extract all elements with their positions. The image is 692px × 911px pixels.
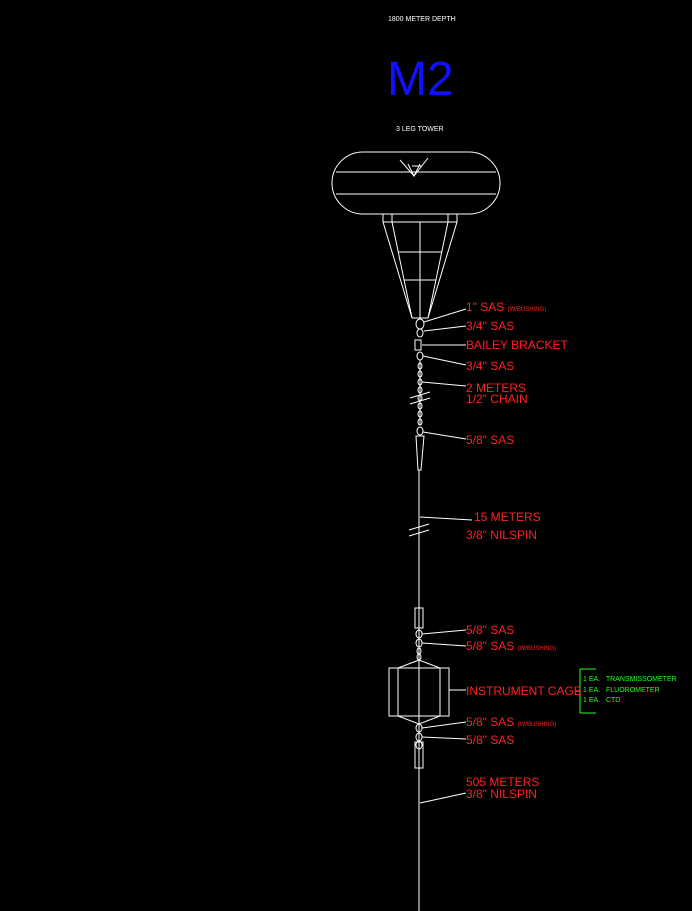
instrument-list-item: 1 EA. TRANSMISSOMETER xyxy=(583,676,677,683)
callout-sas-5-8-b: 5/8" SAS xyxy=(466,623,515,637)
instrument-list-item: 1 EA. CTD xyxy=(583,697,620,704)
instrument-qty: 1 EA. xyxy=(583,676,601,683)
callout-sas-5-8-c: 5/8" SAS (W/BUSHING) xyxy=(466,640,556,652)
callout-leaders xyxy=(419,308,473,804)
instrument-list-item: 1 EA. FLUOROMETER xyxy=(583,687,660,694)
callout-sas-1in-label: 1" SAS xyxy=(466,300,505,314)
callout-chain-length: 2 METERS xyxy=(466,381,527,395)
buoy-type-label: 3 LEG TOWER xyxy=(396,126,444,133)
callout-sas-3-4-lower: 3/4" SAS xyxy=(466,359,515,373)
instrument-qty: 1 EA. xyxy=(583,687,601,694)
callout-nilspin-15-type: 3/8" NILSPIN xyxy=(466,528,537,542)
callout-nilspin-15-length: 15 METERS xyxy=(474,510,541,524)
callout-chain-type: 1/2" CHAIN xyxy=(466,392,528,406)
callout-bailey-bracket: BAILEY BRACKET xyxy=(466,338,568,352)
callout-nilspin-505-type: 3/8" NILSPIN xyxy=(466,787,537,801)
instrument-bracket xyxy=(576,668,596,714)
instrument-qty: 1 EA. xyxy=(583,697,601,704)
instrument-cage-frame xyxy=(388,659,450,725)
callout-sas-5-8-e: 5/8" SAS xyxy=(466,733,515,747)
callout-sas-1in: 1" SAS (W/BUSHING) xyxy=(466,301,546,313)
buoy-float xyxy=(331,151,501,215)
callout-nilspin-505-length: 505 METERS xyxy=(466,775,540,789)
instrument-name: CTD xyxy=(605,697,621,704)
buoy-logo-icon xyxy=(399,157,429,178)
callout-sas-5-8-d: 5/8" SAS (W/BUSHING) xyxy=(466,716,556,728)
chain-break-marks xyxy=(408,391,431,537)
callout-sas-5-8-d-note: (W/BUSHING) xyxy=(517,722,557,728)
callout-sas-1in-note: (W/BUSHING) xyxy=(507,307,547,313)
callout-sas-5-8-c-label: 5/8" SAS xyxy=(466,639,515,653)
mooring-title: M2 xyxy=(387,53,454,106)
tower-frame xyxy=(382,213,458,319)
depth-label: 1800 METER DEPTH xyxy=(388,16,456,23)
callout-sas-5-8-c-note: (W/BUSHING) xyxy=(517,646,557,652)
instrument-name: TRANSMISSOMETER xyxy=(605,676,677,683)
callout-sas-3-4-upper: 3/4" SAS xyxy=(466,319,515,333)
instrument-name: FLUOROMETER xyxy=(605,687,660,694)
callout-sas-5-8-a: 5/8" SAS xyxy=(466,433,515,447)
callout-instrument-cage: INSTRUMENT CAGE xyxy=(466,684,582,698)
callout-sas-5-8-d-label: 5/8" SAS xyxy=(466,715,515,729)
